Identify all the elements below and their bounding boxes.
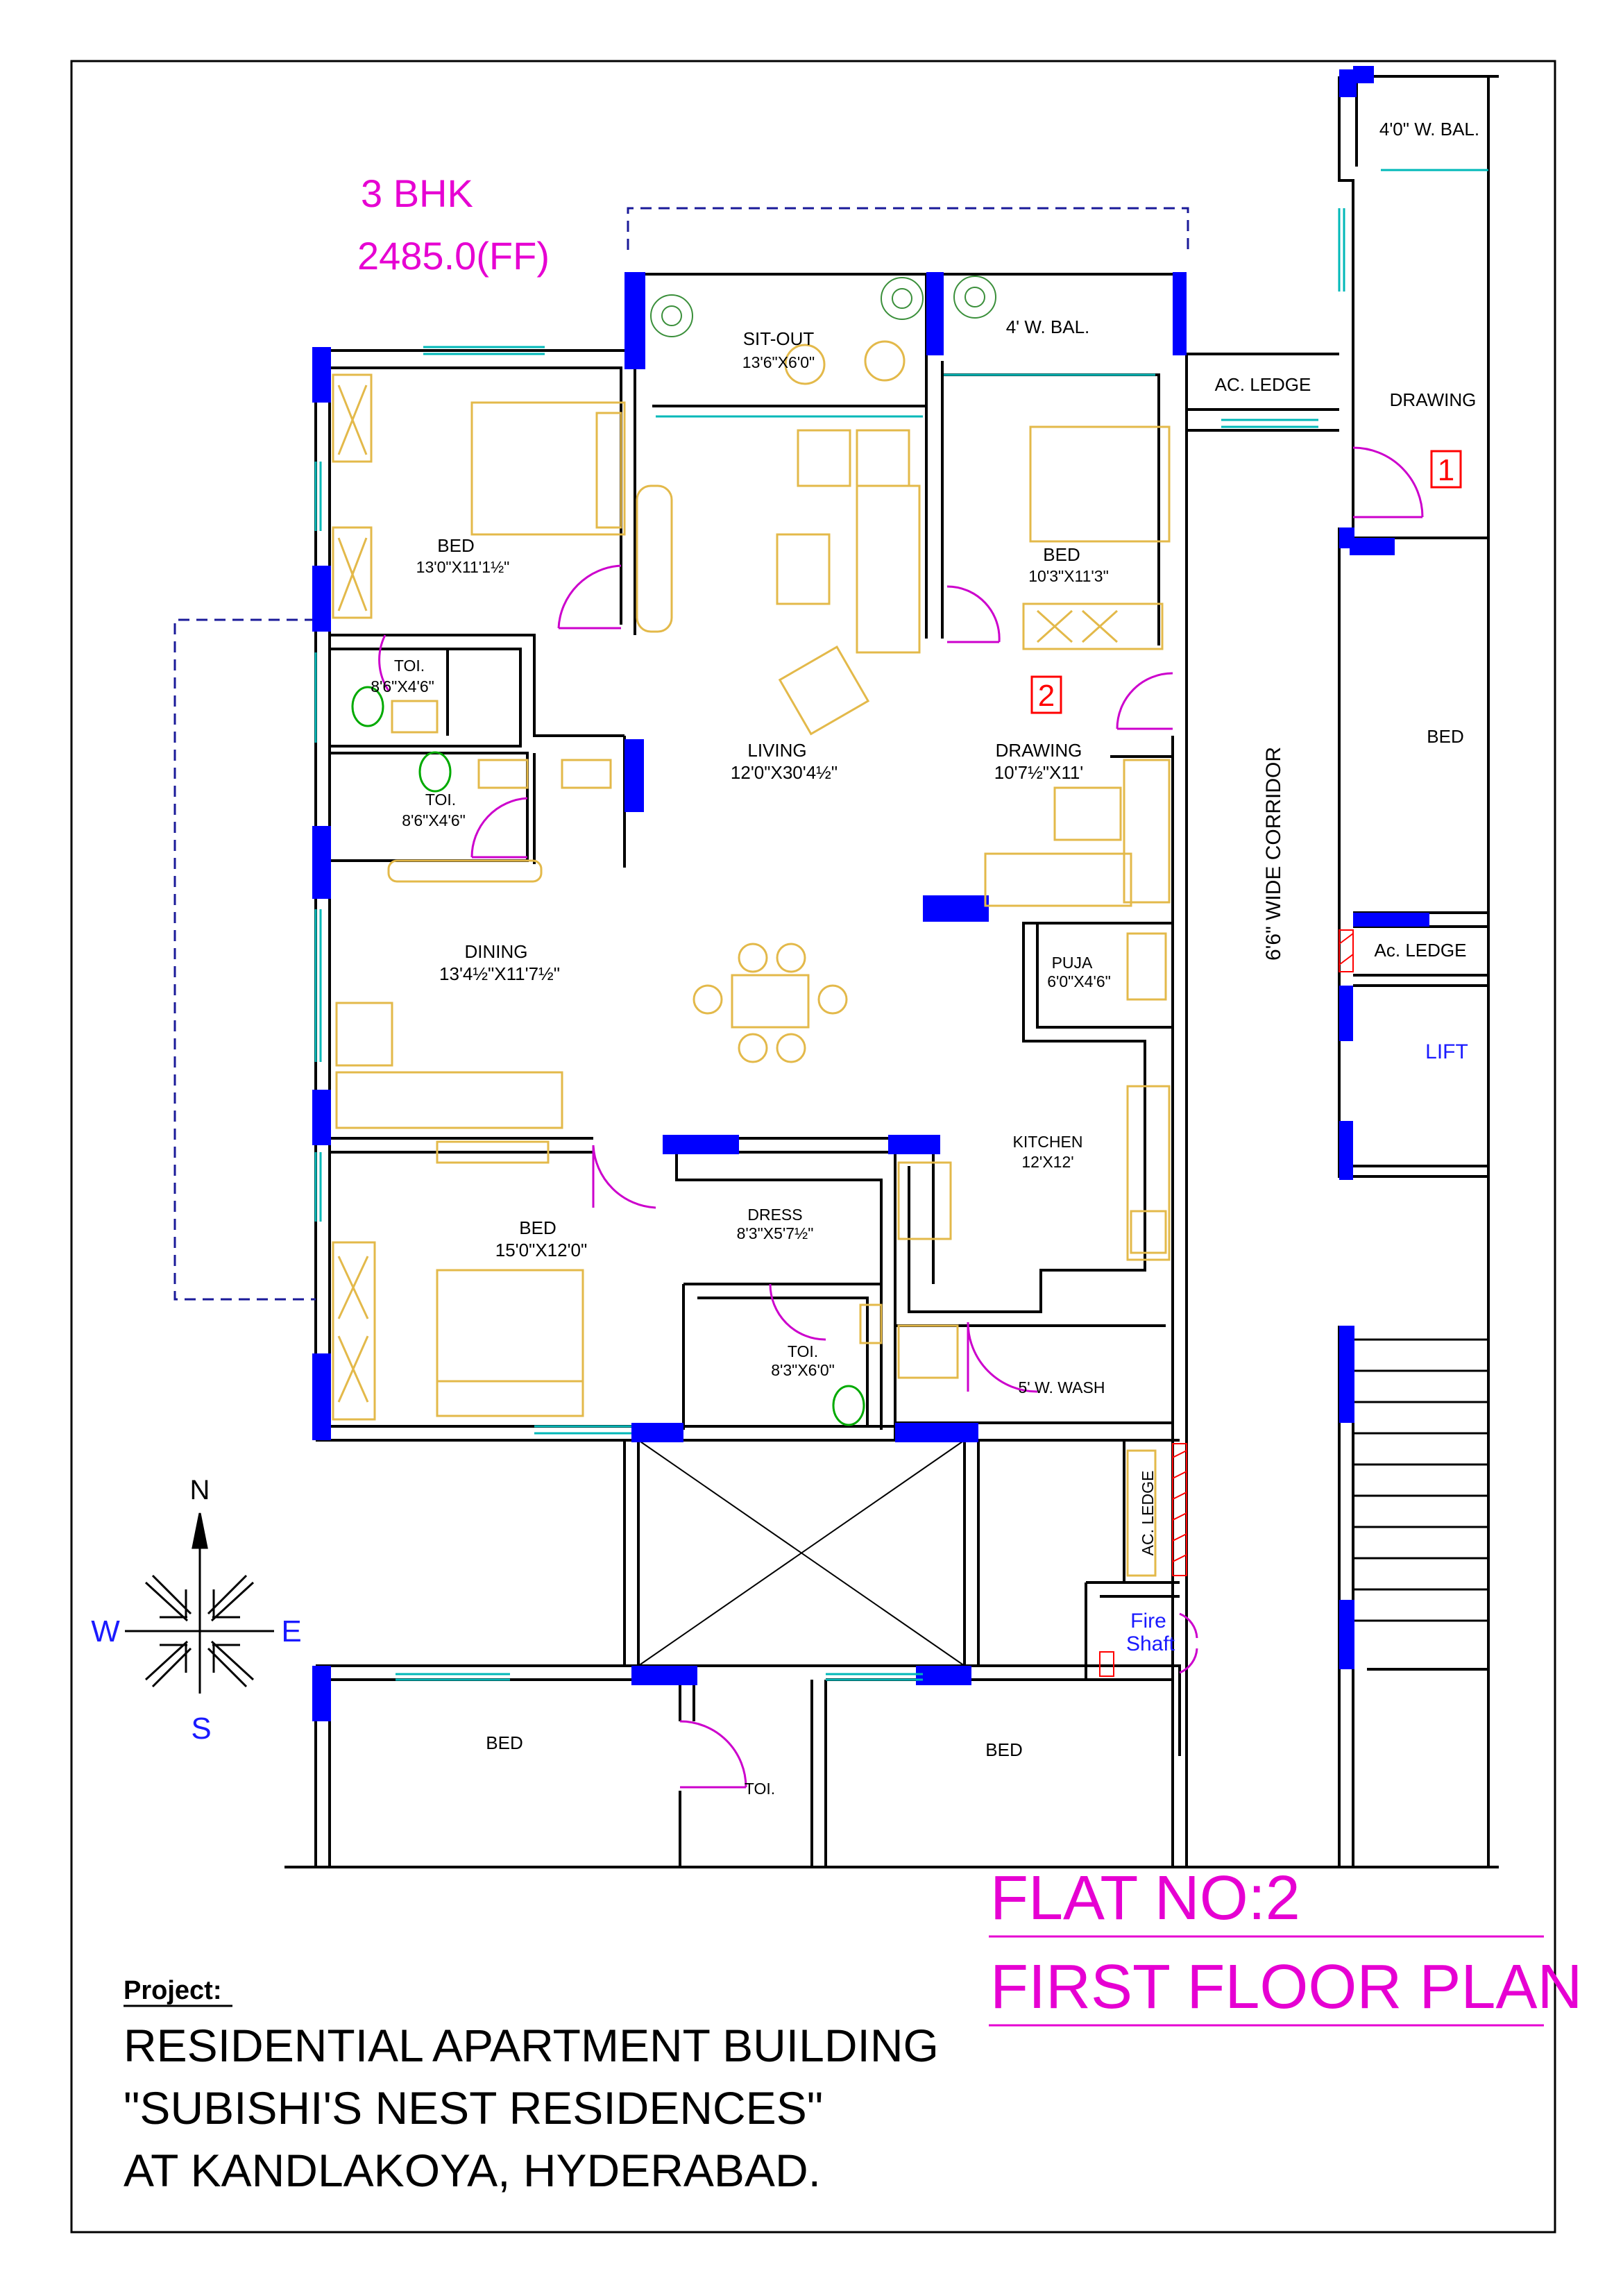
bhk-type: 3 BHK (361, 171, 473, 215)
puja-label: PUJA (1052, 954, 1093, 972)
room-labels: SIT-OUT 13'6"X6'0" 4' W. BAL. AC. LEDGE … (371, 119, 1479, 1798)
kitchen-dim: 12'X12' (1021, 1153, 1073, 1171)
columns (312, 66, 1429, 1721)
puja-dim: 6'0"X4'6" (1047, 972, 1111, 990)
flat-marker-1: 1 (1438, 453, 1454, 487)
bed-sw-label: BED (519, 1217, 556, 1238)
flat-marker-2: 2 (1038, 679, 1055, 713)
flat-markers: 1 2 (1030, 450, 1462, 714)
living-dim: 12'0"X30'4½" (731, 762, 838, 783)
floor-plan-title: FIRST FLOOR PLAN (990, 1952, 1583, 2022)
sitout-dim: 13'6"X6'0" (742, 353, 815, 371)
toi3-label: TOI. (788, 1342, 818, 1360)
flat-marker-1-box (1430, 450, 1462, 489)
header-info: 3 BHK 2485.0(FF) (357, 171, 550, 278)
toi3-dim: 8'3"X6'0" (771, 1361, 835, 1379)
compass-east: E (281, 1614, 301, 1648)
dining-dim: 13'4½"X11'7½" (439, 963, 560, 984)
wc-fixtures (351, 686, 865, 1426)
windows (314, 169, 1488, 1681)
balcony4-label: 4' W. BAL. (1006, 316, 1090, 337)
bed-nw-dim: 13'0"X11'1½" (416, 558, 510, 576)
right-bed-label: BED (1427, 726, 1463, 747)
compass-rose (125, 1512, 274, 1694)
bed-sw-dim: 15'0"X12'0" (495, 1240, 588, 1260)
project-line-2: "SUBISHI'S NEST RESIDENCES" (124, 2082, 823, 2134)
sheet-border (70, 60, 1556, 2234)
bed-ne-dim: 10'3"X11'3" (1028, 567, 1109, 585)
furniture (332, 340, 1171, 1577)
compass-south: S (191, 1712, 211, 1746)
drawing-dim: 10'7½"X11' (994, 762, 1084, 783)
project-block: Project: RESIDENTIAL APARTMENT BUILDING … (124, 1976, 939, 2196)
drawing-label: DRAWING (996, 740, 1082, 761)
dress-dim: 8'3"X5'7½" (737, 1224, 814, 1242)
shaft-hatching (1099, 929, 1354, 1677)
wash-label: 5' W. WASH (1019, 1378, 1105, 1396)
right-balcony-label: 4'0" W. BAL. (1379, 119, 1479, 140)
compass-west: W (91, 1614, 120, 1648)
toi1-dim: 8'6"X4'6" (371, 677, 434, 695)
planters (650, 276, 996, 337)
project-label: Project: (124, 1976, 221, 2005)
title-block: FLAT NO:2 FIRST FLOOR PLAN (989, 1864, 1583, 2027)
dress-label: DRESS (747, 1206, 802, 1224)
toi2-dim: 8'6"X4'6" (402, 811, 466, 829)
bed-s2-label: BED (985, 1739, 1022, 1760)
flat-marker-2-box (1030, 675, 1062, 714)
toi1-label: TOI. (394, 657, 425, 675)
project-line-3: AT KANDLAKOYA, HYDERABAD. (124, 2145, 821, 2196)
bed-s1-label: BED (486, 1732, 522, 1753)
toi2-label: TOI. (425, 791, 456, 809)
lift-label: LIFT (1425, 1040, 1468, 1063)
right-drawing-label: DRAWING (1390, 389, 1477, 410)
bed-ne-label: BED (1043, 544, 1080, 565)
right-ac-label: Ac. LEDGE (1375, 940, 1467, 961)
fire-shaft-line1: Fire (1130, 1610, 1166, 1632)
sitout-label: SIT-OUT (743, 328, 815, 349)
staircase (1353, 1338, 1488, 1622)
compass-north: N (190, 1475, 210, 1505)
doors (378, 446, 1424, 1789)
ac-ledge-v-label: AC. LEDGE (1139, 1471, 1157, 1556)
open-cutout-cross (638, 1440, 965, 1666)
corridor-label: 6'6" WIDE CORRIDOR (1262, 747, 1285, 961)
living-label: LIVING (747, 740, 806, 761)
toi-s-label: TOI. (745, 1780, 775, 1798)
ac-ledge-top-label: AC. LEDGE (1215, 374, 1311, 395)
walls (284, 75, 1499, 1868)
fire-shaft-line2: Shaft (1126, 1632, 1175, 1655)
projection-dashed-lines (173, 207, 1189, 1301)
dining-label: DINING (465, 941, 528, 962)
bed-nw-label: BED (437, 535, 474, 556)
project-line-1: RESIDENTIAL APARTMENT BUILDING (124, 2020, 939, 2071)
kitchen-label: KITCHEN (1013, 1133, 1083, 1151)
built-area: 2485.0(FF) (357, 234, 550, 278)
flat-number-title: FLAT NO:2 (990, 1864, 1300, 1933)
